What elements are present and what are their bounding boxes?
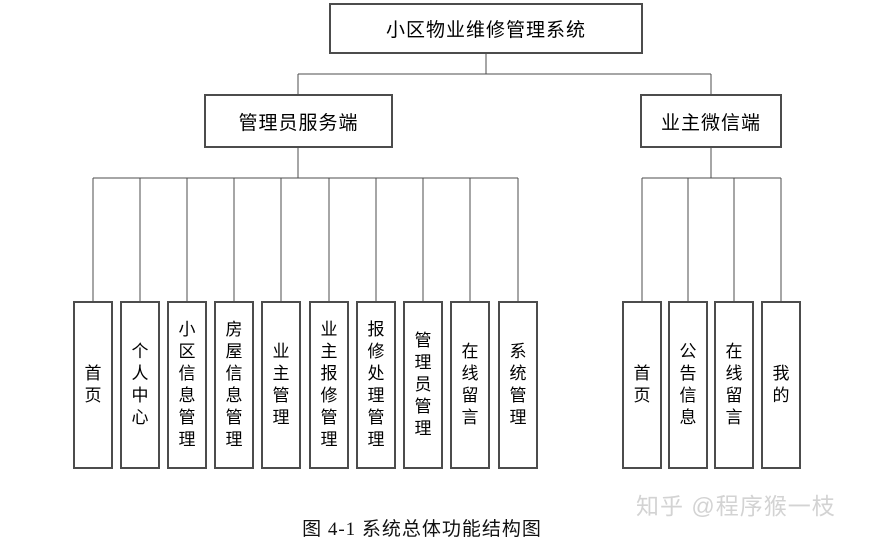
leaf-node-label: 业主报修管理 [320, 320, 338, 449]
leaf-node: 业主管理 [261, 301, 301, 469]
leaf-node-label: 业主管理 [272, 342, 290, 427]
leaf-node: 我的 [761, 301, 801, 469]
diagram-caption: 图 4-1 系统总体功能结构图 [302, 519, 542, 540]
leaf-node-label: 首页 [633, 364, 651, 405]
leaf-node-label: 管理员管理 [414, 331, 432, 438]
watermark: 知乎 @程序猴一枝 [636, 493, 836, 519]
leaf-node-label: 房屋信息管理 [225, 320, 243, 449]
root-node: 小区物业维修管理系统 [329, 3, 643, 54]
leaf-node-label: 在线留言 [461, 342, 479, 427]
branch-node-wechat: 业主微信端 [640, 94, 782, 148]
branch-node-admin: 管理员服务端 [204, 94, 393, 148]
leaf-node-label: 系统管理 [509, 342, 527, 427]
root-node-label: 小区物业维修管理系统 [385, 20, 586, 41]
leaf-node: 房屋信息管理 [214, 301, 254, 469]
leaf-node: 系统管理 [498, 301, 538, 469]
leaf-node-label: 个人中心 [131, 342, 149, 427]
leaf-node-label: 公告信息 [679, 342, 697, 427]
leaf-node-label: 小区信息管理 [178, 320, 196, 449]
leaf-node: 首页 [622, 301, 662, 469]
leaf-node: 业主报修管理 [309, 301, 349, 469]
leaf-node: 在线留言 [714, 301, 754, 469]
leaf-node: 管理员管理 [403, 301, 443, 469]
branch-node-label: 业主微信端 [660, 112, 761, 134]
leaf-node: 小区信息管理 [167, 301, 207, 469]
leaf-node-label: 报修处理管理 [367, 320, 385, 449]
branch-node-label: 管理员服务端 [238, 112, 359, 134]
leaf-node: 公告信息 [668, 301, 708, 469]
leaf-node-label: 首页 [84, 364, 102, 405]
leaf-node-label: 我的 [772, 364, 790, 405]
leaf-node: 个人中心 [120, 301, 160, 469]
leaf-node: 报修处理管理 [356, 301, 396, 469]
leaf-node: 首页 [73, 301, 113, 469]
leaf-node-label: 在线留言 [725, 342, 743, 427]
leaf-node: 在线留言 [450, 301, 490, 469]
